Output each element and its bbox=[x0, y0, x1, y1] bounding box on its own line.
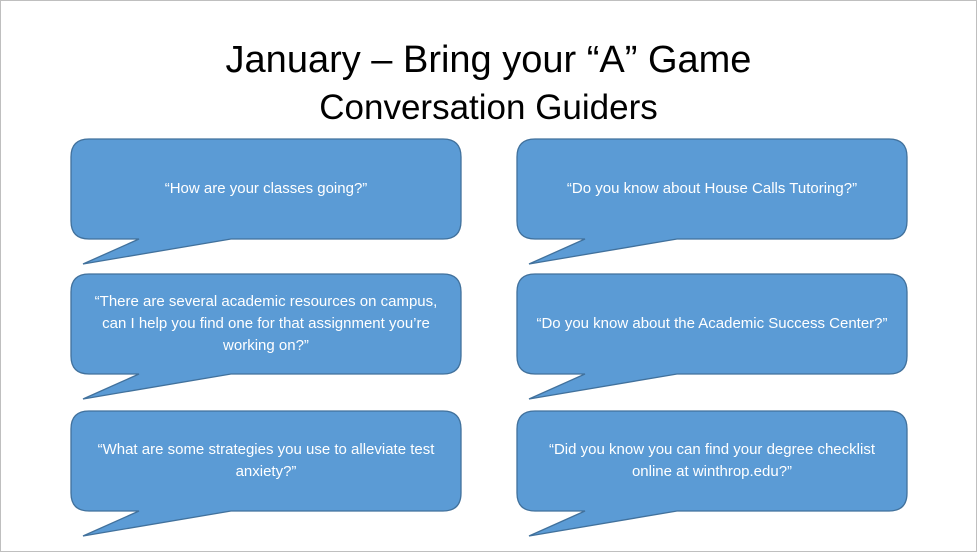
speech-bubble-text: “There are several academic resources on… bbox=[94, 293, 438, 354]
speech-bubble-shape bbox=[70, 410, 462, 537]
speech-bubble: “What are some strategies you use to all… bbox=[70, 410, 462, 538]
speech-bubble-text: “What are some strategies you use to all… bbox=[97, 441, 435, 480]
speech-bubble: “Did you know you can find your degree c… bbox=[516, 410, 908, 538]
speech-bubble-shape bbox=[516, 273, 908, 400]
speech-bubble-text: “How are your classes going?” bbox=[164, 180, 368, 197]
speech-bubble: “Do you know about House Calls Tutoring?… bbox=[516, 138, 908, 266]
speech-bubble-shape bbox=[516, 410, 908, 537]
speech-bubble-text: “Did you know you can find your degree c… bbox=[548, 441, 875, 480]
speech-bubble-shape bbox=[70, 138, 462, 265]
speech-bubble-shape bbox=[70, 273, 462, 400]
speech-bubble: “Do you know about the Academic Success … bbox=[516, 273, 908, 401]
speech-bubble-shape bbox=[516, 138, 908, 265]
speech-bubble-text: “Do you know about House Calls Tutoring?… bbox=[566, 180, 858, 197]
slide-subtitle: Conversation Guiders bbox=[319, 88, 658, 127]
slide-title: January – Bring your “A” Game bbox=[225, 39, 752, 81]
speech-bubble-text: “Do you know about the Academic Success … bbox=[536, 315, 888, 332]
speech-bubble: “How are your classes going?” bbox=[70, 138, 462, 266]
speech-bubble: “There are several academic resources on… bbox=[70, 273, 462, 401]
